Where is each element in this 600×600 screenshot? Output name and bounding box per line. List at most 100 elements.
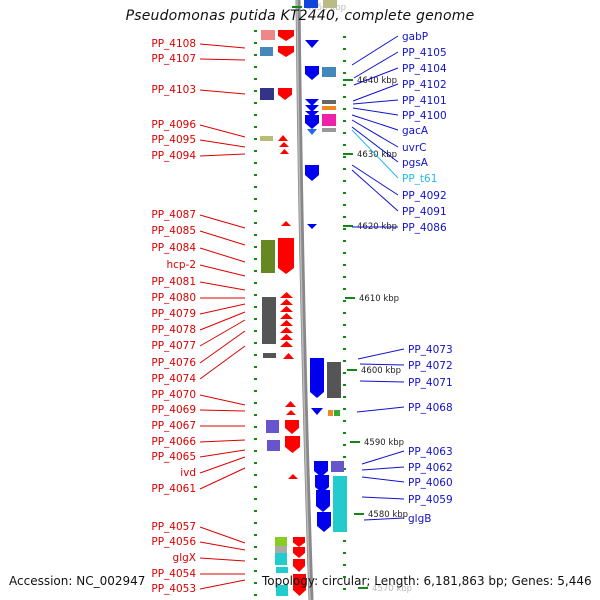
right-gene-label: PP_4073 — [408, 344, 453, 356]
protein-domain-box — [322, 128, 336, 132]
forward-gene-arrow — [279, 142, 289, 147]
protein-domain-box — [260, 47, 273, 56]
reverse-gene-arrow — [305, 99, 319, 106]
right-gene-label: PP_4102 — [402, 79, 447, 91]
scale-label: 4580 kbp — [368, 510, 408, 520]
left-gene-label: PP_4108 — [151, 38, 196, 50]
left-gene-leader-line — [199, 264, 246, 277]
reverse-gene-arrow — [311, 408, 323, 415]
right-guide-dot — [343, 180, 346, 182]
forward-gene-arrow — [285, 420, 299, 434]
right-guide-dot — [343, 120, 346, 122]
protein-domain-box — [322, 114, 336, 126]
right-guide-dot — [343, 84, 346, 86]
right-guide-dot — [343, 396, 346, 398]
left-gene-leader-line — [199, 139, 246, 148]
forward-gene-arrow — [281, 221, 291, 226]
protein-domain-box — [334, 410, 340, 416]
left-guide-dot — [254, 42, 257, 44]
left-guide-dot — [254, 534, 257, 536]
right-gene-label: PP_4063 — [408, 446, 453, 458]
left-gene-label: PP_4067 — [151, 420, 196, 432]
left-gene-leader-line — [199, 89, 246, 95]
right-gene-leader-line — [351, 114, 399, 131]
left-guide-dot — [254, 558, 257, 560]
left-gene-label: PP_4065 — [151, 451, 196, 463]
left-gene-label: PP_4069 — [151, 404, 196, 416]
forward-gene-arrow — [285, 436, 300, 453]
scale-label: 4640 kbp — [357, 76, 397, 86]
left-guide-dot — [254, 390, 257, 392]
right-guide-dot — [343, 288, 346, 290]
left-guide-dot — [254, 594, 257, 596]
left-gene-leader-line — [199, 330, 246, 364]
protein-domain-box — [275, 537, 287, 546]
forward-gene-arrow — [280, 299, 293, 305]
left-guide-dot — [254, 474, 257, 476]
protein-domain-box — [260, 136, 273, 141]
right-gene-label: uvrC — [402, 142, 427, 154]
right-guide-dot — [343, 168, 346, 170]
left-guide-dot — [254, 294, 257, 296]
left-gene-label: PP_4084 — [151, 242, 196, 254]
forward-gene-arrow — [280, 320, 293, 326]
right-gene-label: gabP — [402, 31, 428, 43]
right-gene-label: glgB — [408, 513, 431, 525]
right-gene-leader-line — [351, 35, 399, 66]
right-guide-dot — [343, 444, 346, 446]
left-gene-label: PP_4085 — [151, 225, 196, 237]
right-guide-dot — [343, 228, 346, 230]
left-guide-dot — [254, 30, 257, 32]
left-gene-leader-line — [199, 409, 246, 412]
right-gene-leader-line — [351, 129, 399, 179]
left-gene-label: PP_4079 — [151, 308, 196, 320]
left-gene-label: ivd — [180, 467, 196, 479]
left-guide-dot — [254, 330, 257, 332]
right-guide-dot — [343, 336, 346, 338]
left-guide-dot — [254, 426, 257, 428]
right-guide-dot — [343, 312, 346, 314]
forward-gene-arrow — [280, 292, 293, 298]
right-gene-label: PP_4059 — [408, 494, 453, 506]
forward-gene-arrow — [283, 353, 294, 359]
right-gene-label: PP_4068 — [408, 402, 453, 414]
protein-domain-box — [275, 546, 287, 553]
forward-gene-arrow — [280, 334, 293, 340]
left-gene-leader-line — [199, 124, 246, 138]
left-guide-dot — [254, 54, 257, 56]
left-gene-label: PP_4107 — [151, 53, 196, 65]
left-guide-dot — [254, 306, 257, 308]
forward-gene-arrow — [293, 547, 305, 558]
left-guide-dot — [254, 162, 257, 164]
scale-label: 4630 kbp — [357, 150, 397, 160]
right-guide-dot — [343, 156, 346, 158]
forward-gene-arrow — [278, 238, 294, 274]
right-gene-leader-line — [351, 164, 399, 196]
forward-gene-arrow — [278, 30, 294, 41]
left-gene-leader-line — [199, 303, 246, 315]
right-guide-dot — [343, 588, 346, 590]
left-gene-label: PP_4074 — [151, 373, 196, 385]
right-gene-leader-line — [351, 126, 399, 163]
left-gene-label: PP_4103 — [151, 84, 196, 96]
forward-gene-arrow — [293, 574, 306, 596]
right-guide-dot — [343, 384, 346, 386]
protein-domain-box — [267, 440, 280, 451]
left-gene-leader-line — [199, 247, 246, 263]
right-gene-leader-line — [352, 107, 399, 116]
left-guide-dot — [254, 486, 257, 488]
forward-gene-arrow — [280, 327, 293, 333]
right-guide-dot — [343, 60, 346, 62]
right-guide-dot — [343, 300, 346, 302]
left-gene-leader-line — [199, 394, 246, 406]
left-guide-dot — [254, 498, 257, 500]
protein-domain-box — [333, 476, 347, 532]
right-gene-leader-line — [359, 363, 405, 366]
right-gene-leader-line — [359, 380, 405, 383]
right-guide-dot — [343, 540, 346, 542]
left-guide-dot — [254, 462, 257, 464]
left-guide-dot — [254, 114, 257, 116]
protein-domain-box — [322, 67, 336, 77]
right-guide-dot — [343, 360, 346, 362]
left-gene-label: PP_4066 — [151, 436, 196, 448]
